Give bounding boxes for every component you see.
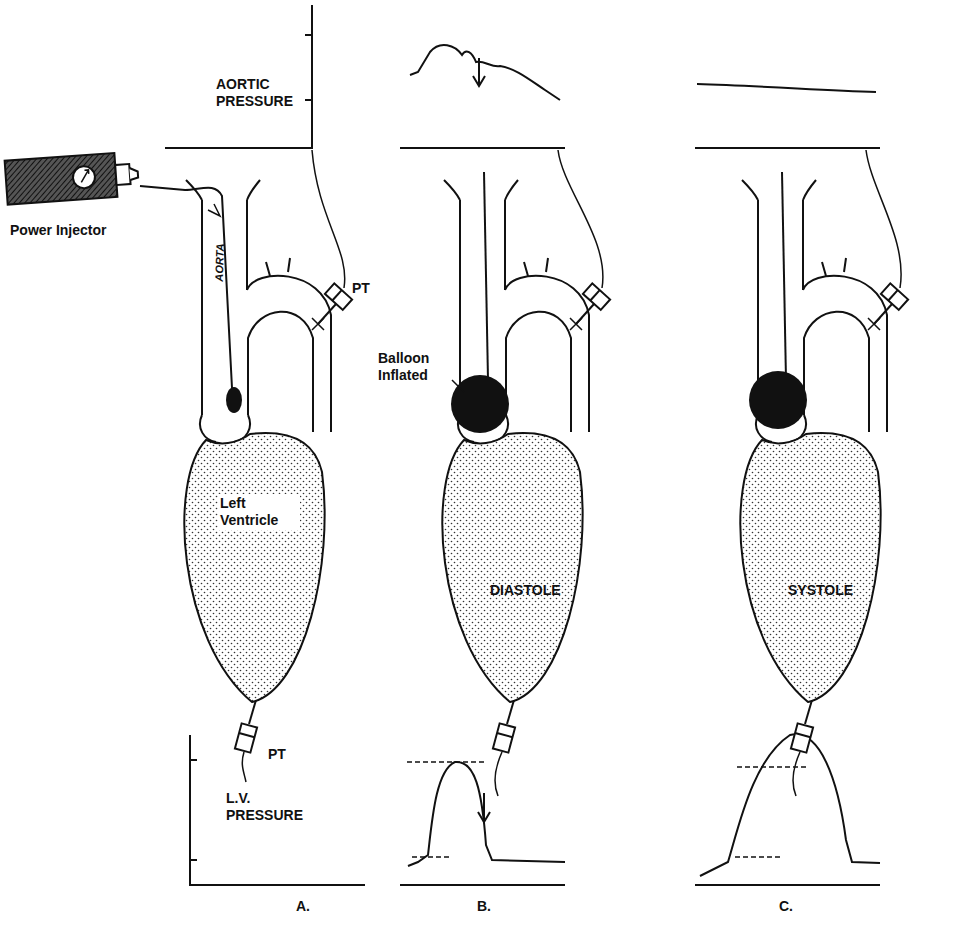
device-label: Power Injector xyxy=(10,222,106,239)
injector-dial xyxy=(72,165,95,188)
axis-label: L.V. PRESSURE xyxy=(226,790,310,824)
injector-tip xyxy=(129,167,138,180)
vessel-label: AORTA xyxy=(212,232,227,292)
injector-case xyxy=(5,153,118,205)
ventricle-outline xyxy=(184,433,324,702)
panel-letter: A. xyxy=(296,898,336,915)
phase-label: SYSTOLE xyxy=(788,582,888,599)
callout-label: Balloon Inflated xyxy=(378,350,458,384)
ventricle-shape: Left Ventricle xyxy=(170,420,330,710)
dial-needle xyxy=(80,170,89,183)
node-outline xyxy=(170,420,330,710)
axis-label: AORTIC PRESSURE xyxy=(216,76,308,110)
panel-letter: C. xyxy=(779,898,819,915)
node-outline xyxy=(4,150,142,206)
injector-body xyxy=(5,152,140,205)
panel-letter: B. xyxy=(477,898,517,915)
transducer-label: PT xyxy=(352,280,382,297)
phase-label: DIASTOLE xyxy=(490,582,590,599)
chamber-label: Left Ventricle xyxy=(218,494,300,530)
injector-nozzle xyxy=(115,164,130,185)
injector-box: Power Injector xyxy=(4,150,142,206)
transducer-label: PT xyxy=(268,746,298,763)
